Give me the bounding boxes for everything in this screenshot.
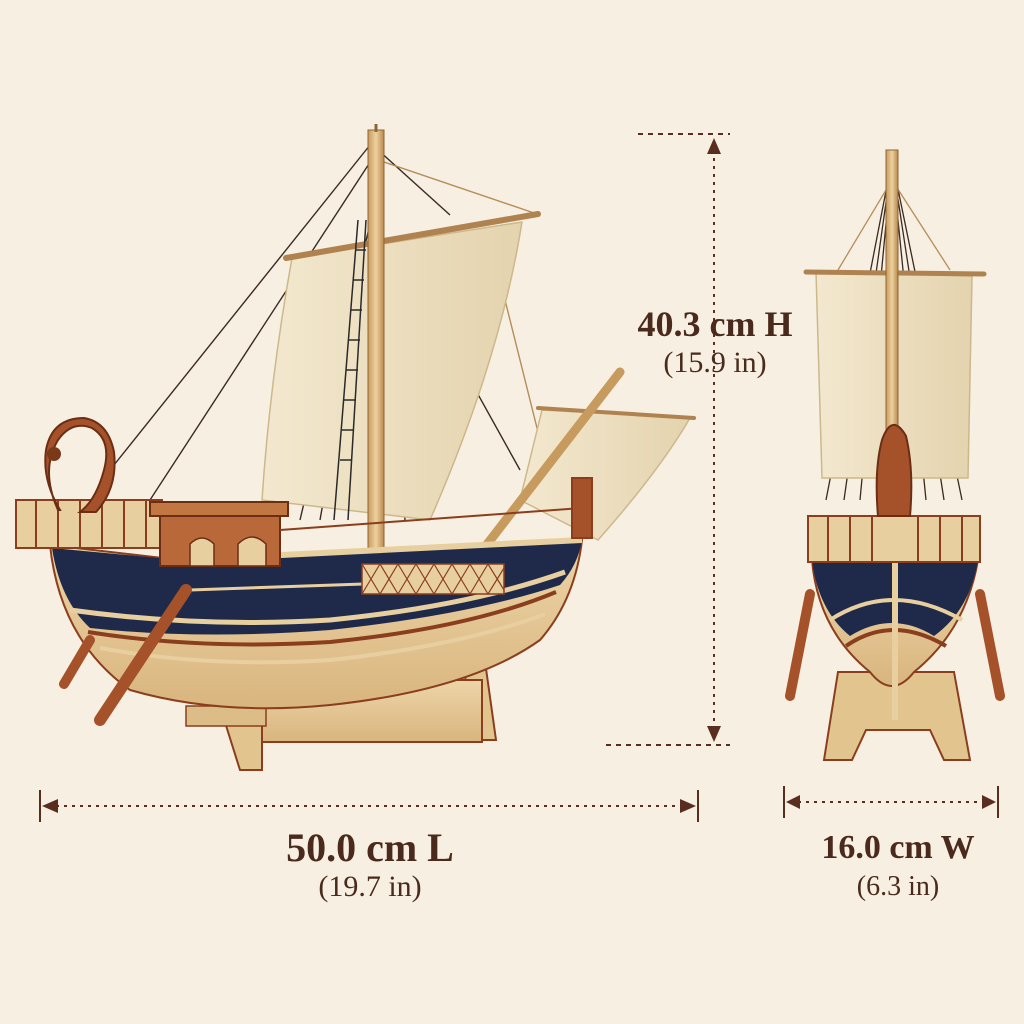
height-primary: 40.3 cm H xyxy=(637,304,793,344)
main-yard xyxy=(283,211,541,261)
front-swan-figurehead xyxy=(875,424,913,517)
fore-yard xyxy=(536,406,696,420)
deck-cabin xyxy=(149,501,289,567)
steering-oars-front xyxy=(785,589,1005,701)
ship-front-view xyxy=(785,149,1005,761)
rope-ladder xyxy=(333,219,367,521)
steering-oar-side xyxy=(59,584,192,726)
width-secondary: (6.3 in) xyxy=(856,871,940,902)
height-label: 40.3 cm H (15.9 in) xyxy=(600,302,830,380)
ship-side-view xyxy=(15,124,696,771)
length-label: 50.0 cm L (19.7 in) xyxy=(190,826,550,904)
hull-front xyxy=(810,559,980,720)
width-primary: 16.0 cm W xyxy=(821,829,975,866)
main-sail xyxy=(261,221,523,521)
width-dimension-line xyxy=(783,786,999,818)
main-mast xyxy=(367,129,385,571)
front-gallery xyxy=(807,515,981,563)
length-dimension-line xyxy=(39,790,699,822)
bowsprit-mast xyxy=(473,367,625,561)
deck-rail xyxy=(279,477,593,539)
height-dimension-line xyxy=(606,133,730,746)
width-label: 16.0 cm W (6.3 in) xyxy=(780,826,1016,904)
length-primary: 50.0 cm L xyxy=(286,825,454,870)
swan-figurehead xyxy=(44,416,116,513)
height-secondary: (15.9 in) xyxy=(663,346,767,379)
length-secondary: (19.7 in) xyxy=(318,870,422,903)
